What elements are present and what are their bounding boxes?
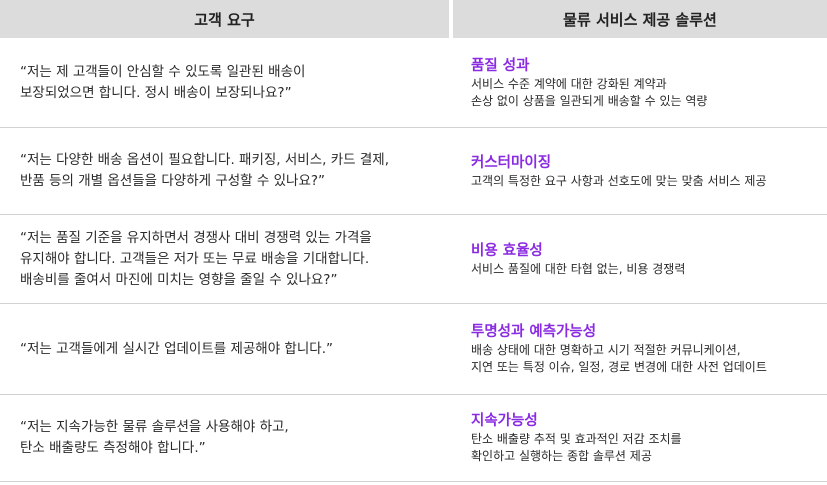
customer-need-text: “저는 지속가능한 물류 솔루션을 사용해야 하고, 탄소 배출량도 측정해야 … <box>0 417 453 459</box>
solution-title: 비용 효율성 <box>471 242 543 259</box>
header-customer-needs: 고객 요구 <box>0 0 449 38</box>
customer-need-text: “저는 제 고객들이 안심할 수 있도록 일관된 배송이 보장되었으면 합니다.… <box>0 62 453 104</box>
solution-desc-line: 확인하고 실행하는 종합 솔루션 제공 <box>471 449 652 463</box>
solution-cell: 품질 성과 서비스 수준 계약에 대한 강화된 계약과 손상 없이 상품을 일관… <box>453 56 827 110</box>
solution-title: 커스터마이징 <box>471 154 552 171</box>
need-line: 배송비를 줄여서 마진에 미치는 영향을 줄일 수 있나요?” <box>20 271 338 288</box>
customer-need-text: “저는 고객들에게 실시간 업데이트를 제공해야 합니다.” <box>0 339 453 360</box>
solution-title: 지속가능성 <box>471 413 538 429</box>
need-line: “저는 다양한 배송 옵션이 필요합니다. 패키징, 서비스, 카드 결제, <box>20 152 389 168</box>
customer-need-text: “저는 다양한 배송 옵션이 필요합니다. 패키징, 서비스, 카드 결제, 반… <box>0 150 453 192</box>
solution-title: 품질 성과 <box>471 57 530 74</box>
need-line: 탄소 배출량도 측정해야 합니다.” <box>20 440 206 456</box>
need-line: “저는 제 고객들이 안심할 수 있도록 일관된 배송이 <box>20 63 306 80</box>
header-logistics-solutions: 물류 서비스 제공 솔루션 <box>453 0 827 38</box>
solution-desc-line: 고객의 특정한 요구 사항과 선호도에 맞는 맞춤 서비스 제공 <box>471 173 767 188</box>
need-line: “저는 품질 기준을 유지하면서 경쟁사 대비 경쟁력 있는 가격을 <box>20 229 372 246</box>
table-row: “저는 제 고객들이 안심할 수 있도록 일관된 배송이 보장되었으면 합니다.… <box>0 38 827 128</box>
table-row: “저는 고객들에게 실시간 업데이트를 제공해야 합니다.” 투명성과 예측가능… <box>0 304 827 395</box>
table-row: “저는 다양한 배송 옵션이 필요합니다. 패키징, 서비스, 카드 결제, 반… <box>0 128 827 215</box>
solution-cell: 커스터마이징 고객의 특정한 요구 사항과 선호도에 맞는 맞춤 서비스 제공 <box>453 153 827 190</box>
solution-desc-line: 서비스 수준 계약에 대한 강화된 계약과 <box>471 76 667 91</box>
header-divider <box>449 0 453 38</box>
table-row: “저는 지속가능한 물류 솔루션을 사용해야 하고, 탄소 배출량도 측정해야 … <box>0 395 827 482</box>
customer-need-text: “저는 품질 기준을 유지하면서 경쟁사 대비 경쟁력 있는 가격을 유지해야 … <box>0 228 453 291</box>
solution-desc-line: 서비스 품질에 대한 타협 없는, 비용 경쟁력 <box>471 261 686 276</box>
solution-title: 투명성과 예측가능성 <box>471 324 597 340</box>
solution-cell: 지속가능성 탄소 배출량 추적 및 효과적인 저감 조치를 확인하고 실행하는 … <box>453 411 827 465</box>
need-line: “저는 고객들에게 실시간 업데이트를 제공해야 합니다.” <box>20 340 333 357</box>
need-line: 반품 등의 개별 옵션들을 다양하게 구성할 수 있나요?” <box>20 173 326 189</box>
table-row: “저는 품질 기준을 유지하면서 경쟁사 대비 경쟁력 있는 가격을 유지해야 … <box>0 215 827 304</box>
solution-desc-line: 탄소 배출량 추적 및 효과적인 저감 조치를 <box>471 432 682 446</box>
need-line: 유지해야 합니다. 고객들은 저가 또는 무료 배송을 기대합니다. <box>20 250 370 267</box>
need-line: 보장되었으면 합니다. 정시 배송이 보장되나요?” <box>20 84 292 101</box>
solution-cell: 투명성과 예측가능성 배송 상태에 대한 명확하고 시기 적절한 커뮤니케이션,… <box>453 322 827 376</box>
need-line: “저는 지속가능한 물류 솔루션을 사용해야 하고, <box>20 419 289 435</box>
solution-cell: 비용 효율성 서비스 품질에 대한 타협 없는, 비용 경쟁력 <box>453 241 827 278</box>
solution-desc-line: 손상 없이 상품을 일관되게 배송할 수 있는 역량 <box>471 93 708 108</box>
solution-desc-line: 지연 또는 특정 이슈, 일정, 경로 변경에 대한 사전 업데이트 <box>471 360 767 374</box>
table-header: 고객 요구 물류 서비스 제공 솔루션 <box>0 0 827 38</box>
solution-desc-line: 배송 상태에 대한 명확하고 시기 적절한 커뮤니케이션, <box>471 343 741 357</box>
